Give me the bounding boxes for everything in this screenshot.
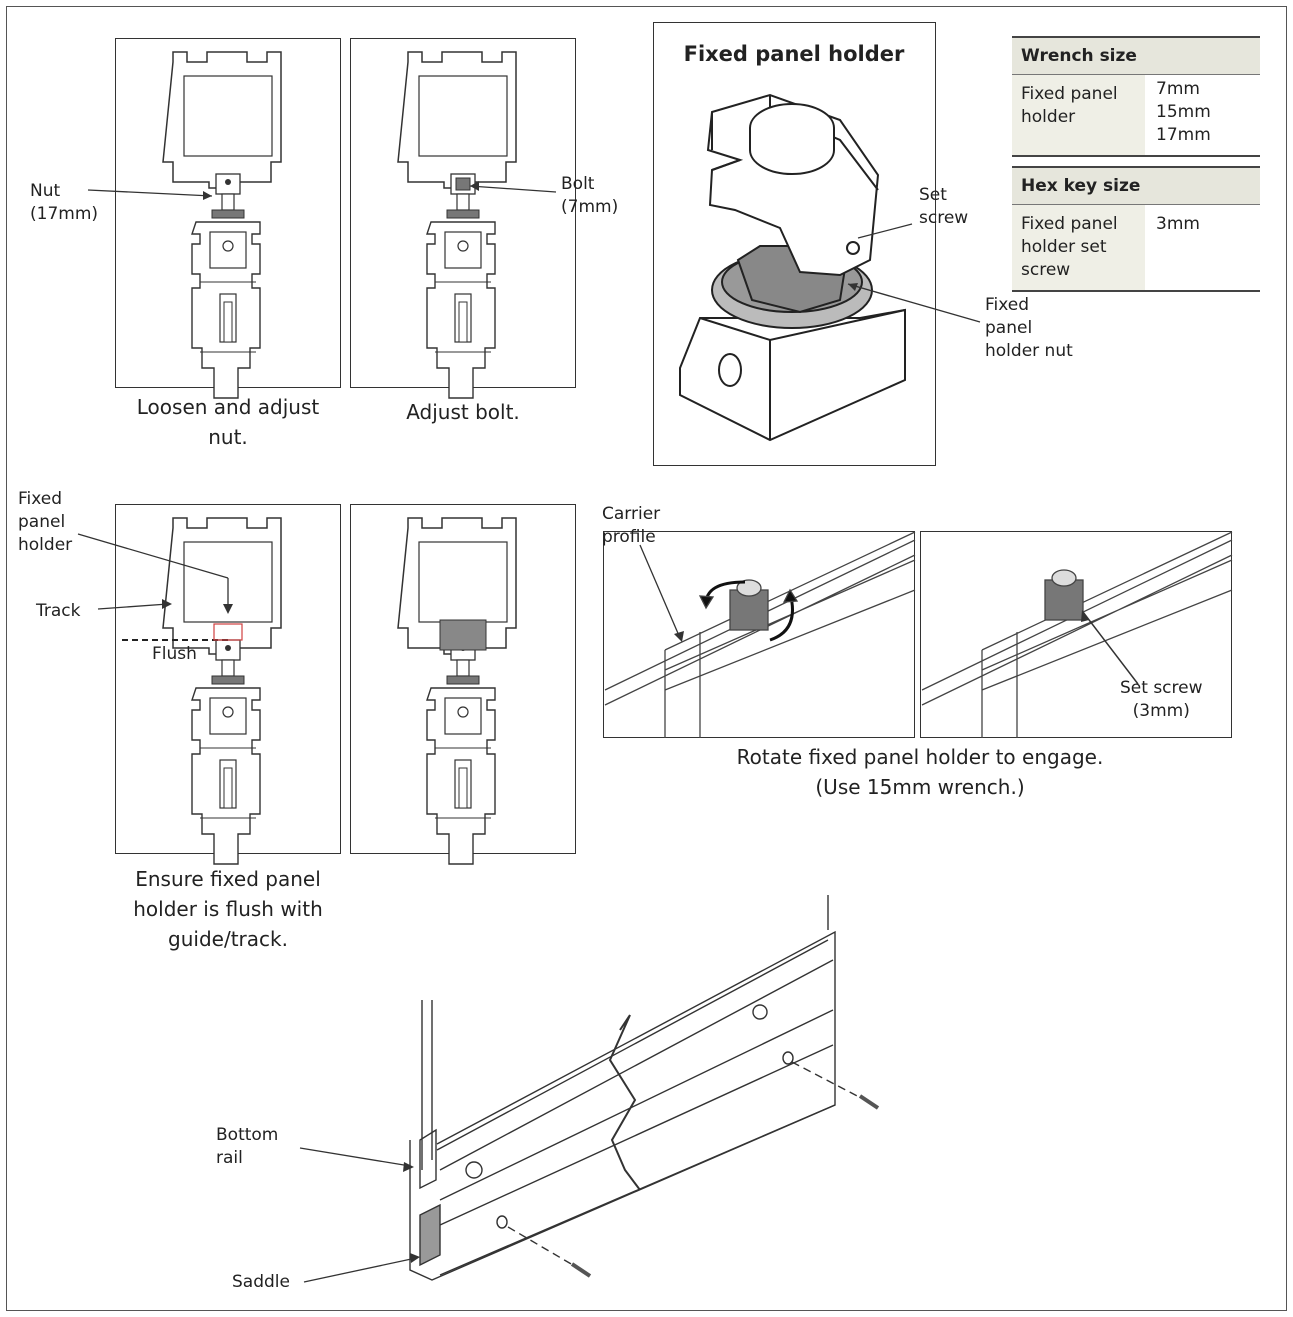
nut-leader-line [87,189,213,197]
bolt-leader-line [469,185,557,193]
wrench-values: 7mm 15mm 17mm [1156,79,1211,145]
set-screw-label: Set screw [919,185,969,228]
carrier-profile-drawing-set-screw [921,531,1233,738]
nut-label: Nut (17mm) [30,181,99,224]
track-diagram-bolt [397,51,517,399]
wrench-item: Fixed panel holder [1012,75,1145,155]
hex-key-header: Hex key size [1012,166,1260,205]
fixed-panel-holder-title: Fixed panel holder [683,42,905,66]
caption-adjust-bolt: Adjust bolt. [406,400,520,424]
page-frame [6,6,1287,1311]
bolt-label: Bolt (7mm) [561,174,619,217]
hex-key-row: Fixed panel holder set screw 3mm [1012,205,1260,292]
wrench-size-row: Fixed panel holder 7mm 15mm 17mm [1012,75,1260,157]
fixed-panel-holder-label: Fixed panel holder [18,489,73,555]
carrier-profile-drawing-rotate [604,531,916,738]
track-diagram-loosen [162,51,282,399]
bottom-rail-drawing [409,895,880,1281]
caption-loosen-nut: Loosen and adjust nut. [136,395,320,449]
fixed-panel-holder-drawing [679,93,906,442]
carrier-profile-label: Carrier profile [602,504,661,547]
holder-nut-leader-line [847,283,981,323]
flush-label: Flush [152,644,197,664]
set-screw-size-label: Set screw (3mm) [1120,678,1203,721]
caption-rotate: Rotate fixed panel holder to engage. (Us… [736,745,1104,799]
holder-nut-label: Fixed panel holder nut [985,295,1073,361]
track-diagram-engaged [397,517,517,865]
caption-flush: Ensure fixed panel holder is flush with … [133,867,323,951]
wrench-size-header: Wrench size [1012,36,1260,75]
bottom-rail-label: Bottom rail [216,1125,279,1168]
saddle-label: Saddle [232,1272,290,1292]
hex-value: 3mm [1156,214,1200,234]
tool-size-table: Wrench size Fixed panel holder 7mm 15mm … [1012,36,1260,292]
track-diagram-flush [162,517,282,865]
hex-item: Fixed panel holder set screw [1012,205,1145,290]
track-label: Track [36,601,81,621]
